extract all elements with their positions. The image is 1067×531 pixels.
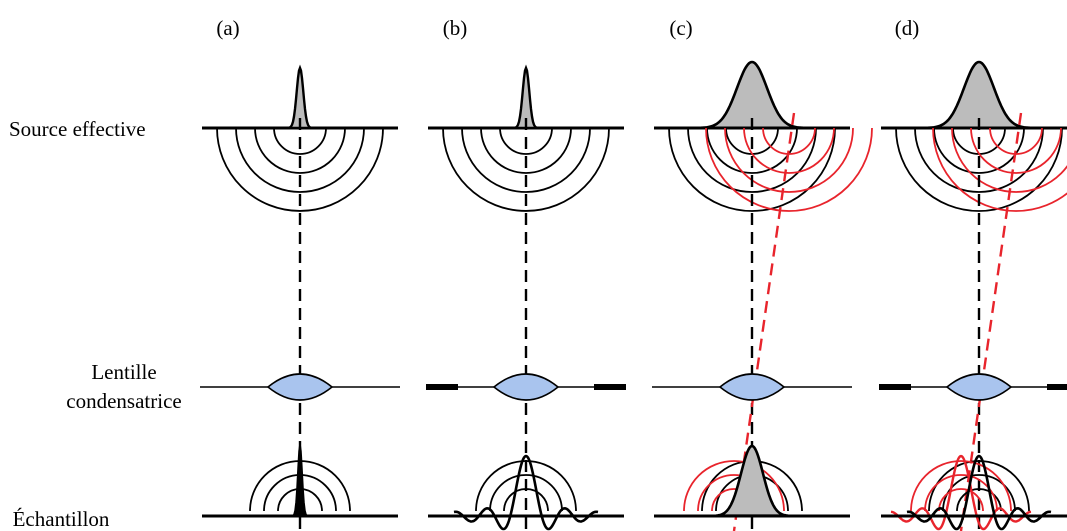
panel-label: (c) xyxy=(669,16,692,40)
panel-1: (a) xyxy=(200,16,400,531)
focused-wavefront-arc-0 xyxy=(956,488,1002,512)
focused-wavefront-arc-0 xyxy=(503,488,549,512)
shifted-wavefront-arc-1 xyxy=(743,127,835,174)
shifted-wavefront-arc-1 xyxy=(970,127,1062,174)
wavefront-arc-2 xyxy=(235,127,365,193)
panel-3: (c) xyxy=(652,16,873,531)
wavefront-arc-3 xyxy=(442,127,610,212)
wavefront-arc-2 xyxy=(461,127,591,193)
condenser-lens xyxy=(492,373,560,401)
wavefront-arc-1 xyxy=(706,127,798,174)
focused-wavefront-arc-1 xyxy=(942,474,1016,512)
wavefront-arc-3 xyxy=(216,127,384,212)
sample-spot-narrow xyxy=(291,443,309,517)
row-label-lens-line1: Lentille xyxy=(91,360,156,384)
shifted-axis xyxy=(959,112,1023,531)
focused-wavefront-arc-2 xyxy=(928,460,1030,512)
panel-4: (d) xyxy=(879,16,1067,531)
focused-wavefront-arc-1 xyxy=(489,474,563,512)
panel-label: (a) xyxy=(216,16,239,40)
shifted-wavefront-arc-2 xyxy=(951,127,1067,193)
condenser-lens xyxy=(266,373,334,401)
source-peak-narrow xyxy=(513,64,539,130)
panel-label: (d) xyxy=(895,16,920,40)
source-peak-wide xyxy=(700,60,804,130)
wavefront-arc-0 xyxy=(273,127,327,155)
wavefront-arc-2 xyxy=(687,127,817,193)
wavefront-arc-1 xyxy=(254,127,346,174)
wavefront-arc-1 xyxy=(480,127,572,174)
focused-wavefront-arc-2 xyxy=(475,460,577,512)
source-peak-narrow xyxy=(287,64,313,130)
wavefront-arc-3 xyxy=(895,127,1063,212)
row-label-lens-line2: condensatrice xyxy=(66,389,181,413)
panel-2: (b) xyxy=(426,16,626,531)
source-peak-wide xyxy=(927,60,1031,130)
sample-spot-wide xyxy=(715,444,789,517)
condenser-lens xyxy=(945,373,1013,401)
shifted-wavefront-arc-3 xyxy=(705,127,873,212)
shifted-focused-arc-0 xyxy=(938,488,984,512)
shifted-focused-arc-1 xyxy=(924,474,998,512)
panels-layer: (a) (b) (c) (d) xyxy=(200,16,1067,531)
wavefront-arc-1 xyxy=(933,127,1025,174)
wavefront-arc-3 xyxy=(668,127,836,212)
shifted-wavefront-arc-2 xyxy=(724,127,854,193)
shifted-focused-arc-2 xyxy=(910,460,1012,512)
wavefront-arc-2 xyxy=(914,127,1044,193)
row-label-source: Source effective xyxy=(9,117,146,141)
condenser-lens xyxy=(718,373,786,401)
row-label-sample: Échantillon xyxy=(13,507,110,531)
panel-label: (b) xyxy=(443,16,468,40)
wavefront-arc-0 xyxy=(499,127,553,155)
shifted-focused-arc-2 xyxy=(683,460,785,512)
shifted-wavefront-arc-3 xyxy=(932,127,1067,212)
